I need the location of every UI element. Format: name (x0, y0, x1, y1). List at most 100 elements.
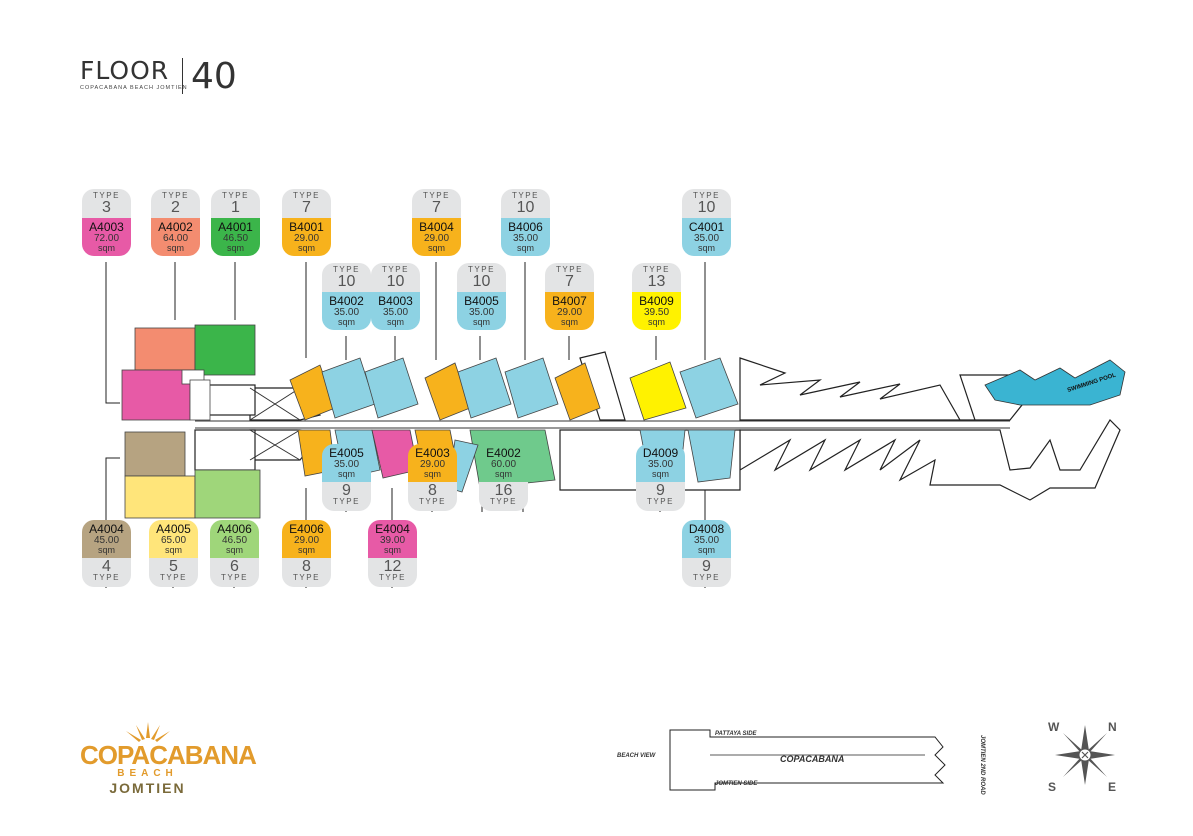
type-label: TYPE (647, 497, 674, 506)
unit-code: B4005 (464, 294, 499, 308)
unit-area-unit: sqm (297, 243, 315, 253)
type-number: 3 (102, 199, 111, 216)
unit-area-unit: sqm (697, 243, 715, 253)
type-label: TYPE (160, 573, 187, 582)
unit-code: A4005 (156, 522, 191, 536)
unit-area: 46.50 (222, 233, 249, 244)
type-label: TYPE (423, 191, 450, 200)
type-label: TYPE (468, 265, 495, 274)
unit-code: A4006 (217, 522, 252, 536)
unit-area-unit: sqm (560, 317, 578, 327)
unit-area-unit: sqm (297, 545, 315, 555)
type-number: 7 (565, 273, 574, 290)
unit-code: B4004 (419, 220, 454, 234)
unit-code: B4006 (508, 220, 543, 234)
unit-code: A4001 (218, 220, 253, 234)
type-label: TYPE (222, 191, 249, 200)
unit-code: B4007 (552, 294, 587, 308)
wing-a-units (121, 324, 261, 519)
unit-area: 29.00 (293, 535, 320, 546)
floor-number: 40 (191, 56, 237, 97)
brand-location: JOMTIEN (109, 780, 186, 796)
type-label: TYPE (379, 573, 406, 582)
type-number: 13 (647, 273, 666, 290)
type-label: TYPE (293, 191, 320, 200)
unit-area: 64.00 (162, 233, 189, 244)
unit-area: 65.00 (160, 535, 187, 546)
unit-area: 29.00 (556, 307, 583, 318)
unit-area: 35.00 (382, 307, 409, 318)
swimming-pool: SWIMMING POOL (984, 359, 1126, 406)
floor-title: FLOOR (80, 56, 170, 85)
type-label: TYPE (162, 191, 189, 200)
wing-b-units (289, 357, 739, 421)
unit-area: 39.00 (379, 535, 406, 546)
unit-area-unit: sqm (494, 469, 512, 479)
key-pattaya-side: PATTAYA SIDE (715, 731, 757, 737)
unit-area-unit: sqm (164, 545, 182, 555)
unit-area: 29.00 (293, 233, 320, 244)
key-map (669, 729, 946, 791)
type-label: TYPE (93, 573, 120, 582)
corridor-lines (195, 387, 1010, 461)
unit-area: 35.00 (468, 307, 495, 318)
unit-area-unit: sqm (647, 317, 665, 327)
unit-area: 35.00 (512, 233, 539, 244)
type-number: 9 (656, 482, 665, 499)
type-label: TYPE (93, 191, 120, 200)
unit-area: 29.00 (423, 233, 450, 244)
unit-area-unit: sqm (97, 545, 115, 555)
unit-area-unit: sqm (697, 545, 715, 555)
unit-code: C4001 (688, 220, 725, 234)
unit-area: 35.00 (693, 535, 720, 546)
brand-name: COPACABANA (80, 740, 257, 770)
unit-area: 45.00 (93, 535, 120, 546)
unit-area-unit: sqm (225, 545, 243, 555)
unit-code: B4002 (329, 294, 364, 308)
type-number: 10 (472, 273, 491, 290)
brand-logo: COPACABANA BEACH JOMTIEN (80, 720, 257, 796)
type-label: TYPE (693, 573, 720, 582)
